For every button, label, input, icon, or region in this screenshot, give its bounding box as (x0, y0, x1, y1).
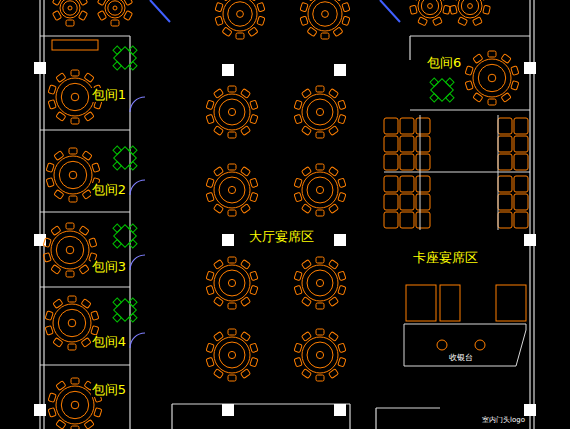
square-table (105, 38, 145, 78)
round-table (450, 0, 491, 26)
column (334, 404, 346, 416)
round-table (43, 223, 97, 277)
door-arc (130, 97, 145, 112)
column (222, 234, 234, 246)
column (34, 62, 46, 74)
room-label: 包间4 (91, 335, 127, 349)
wall-line (376, 407, 440, 408)
column (222, 404, 234, 416)
round-table (215, 0, 265, 39)
column (34, 234, 46, 246)
round-table (206, 86, 258, 138)
square-table (105, 138, 145, 178)
round-table (294, 257, 346, 309)
round-table (300, 0, 350, 39)
booth-divider (384, 115, 530, 230)
wall-line (409, 36, 410, 60)
wall-line (40, 35, 130, 36)
booth-seats (384, 118, 528, 228)
wall-line (410, 109, 530, 110)
wall-line (410, 35, 530, 36)
private-room: 包间1 (44, 36, 130, 130)
round-table (206, 329, 258, 381)
room-label: 包间5 (91, 383, 127, 397)
round-table (97, 0, 132, 26)
square-table (422, 70, 462, 110)
wall-line (129, 36, 130, 429)
private-room: 包间4 (44, 287, 130, 365)
column (334, 234, 346, 246)
column (524, 62, 536, 74)
private-room: 包间3 (44, 212, 130, 287)
round-table (206, 164, 258, 216)
round-table (294, 86, 346, 138)
round-table (294, 164, 346, 216)
wall-line (171, 404, 172, 429)
round-table (294, 329, 346, 381)
wall-line (349, 404, 350, 429)
round-table (410, 0, 451, 26)
door-arc (130, 255, 145, 270)
round-table (465, 51, 519, 105)
door-arc (130, 180, 145, 195)
private-room: 包间5 (44, 365, 130, 429)
room-label: 包间6 (426, 56, 462, 70)
column (524, 234, 536, 246)
area-label: 大厅宴席区 (248, 230, 315, 244)
column (222, 64, 234, 76)
square-table (105, 216, 145, 256)
glass-corner (150, 0, 400, 22)
wall-line (172, 403, 350, 404)
wall-line (40, 286, 130, 287)
column (334, 64, 346, 76)
area-label: 收银台 (448, 354, 474, 363)
square-table (105, 290, 145, 330)
walls (40, 0, 534, 429)
wall-line (40, 364, 130, 365)
wall-line (40, 129, 130, 130)
room-label: 包间3 (91, 260, 127, 274)
wall-line (375, 408, 376, 429)
private-room: 包间2 (44, 130, 130, 212)
area-label: 卡座宴席区 (412, 251, 479, 265)
round-table (206, 257, 258, 309)
column (524, 404, 536, 416)
column (34, 404, 46, 416)
private-room: 包间6 (410, 36, 530, 110)
room-label: 包间1 (91, 88, 127, 102)
sofa (52, 40, 98, 50)
wall-line (40, 211, 130, 212)
area-label: 室内门头logo (481, 417, 526, 425)
room-label: 包间2 (91, 183, 127, 197)
bar-counter (404, 285, 526, 366)
round-table (52, 0, 87, 26)
door-arc (130, 333, 145, 348)
